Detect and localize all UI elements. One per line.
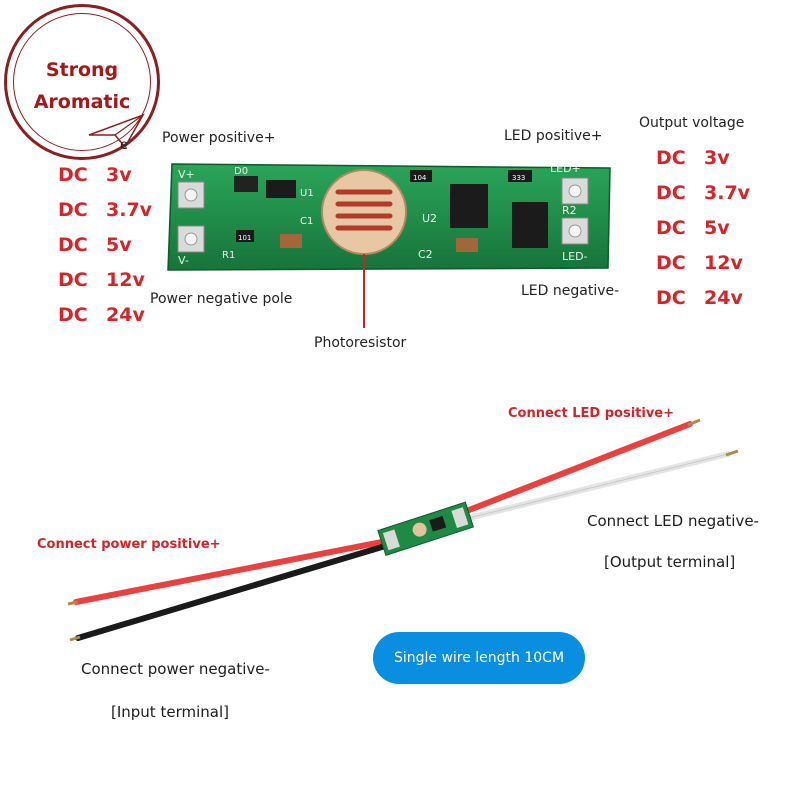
silk-r2: R2 <box>562 204 577 217</box>
resistor-r2 <box>508 170 532 182</box>
silk-led-minus: LED- <box>562 250 588 263</box>
paper-plane-icon <box>88 113 145 149</box>
led-negative-label: LED negative- <box>521 283 620 299</box>
black-wire <box>75 541 395 641</box>
capacitor-c1 <box>280 234 302 248</box>
silk-r1: R1 <box>222 250 235 261</box>
input-terminal-label: [Input terminal] <box>111 703 229 721</box>
logo-line-2: Aromatic <box>33 91 131 113</box>
pcb-board-illustration: V+ V- D0 R1 U1 C1 U2 C2 R2 LED+ LED- 101… <box>167 162 611 328</box>
connect-led-positive-label: Connect LED positive+ <box>508 406 675 421</box>
silk-u2: U2 <box>422 212 437 225</box>
ic-u2 <box>450 184 488 228</box>
seal-inner-ring <box>13 13 151 151</box>
brand-seal-logo: Strong Aromatic <box>4 4 160 160</box>
silk-r2-part: 333 <box>512 174 525 182</box>
wire-length-badge: Single wire length 10CM <box>373 632 585 684</box>
silk-c1: C1 <box>300 216 313 227</box>
resistor-r1 <box>236 230 254 242</box>
power-negative-label: Power negative pole <box>150 291 293 307</box>
pad-led-plus <box>561 177 589 205</box>
pad-v-plus <box>177 181 205 209</box>
photoresistor-ldr <box>321 169 407 255</box>
silk-r1-part: 101 <box>238 234 251 242</box>
logo-line-1: Strong <box>45 59 119 81</box>
output-voltage-title: Output voltage <box>639 115 745 131</box>
silk-r3-part: 104 <box>413 174 427 182</box>
power-positive-label: Power positive+ <box>162 130 276 146</box>
ic-u1 <box>266 180 296 198</box>
transistor-q <box>512 202 548 248</box>
connect-power-negative-label: Connect power negative- <box>81 660 270 678</box>
resistor-r3 <box>410 170 432 182</box>
output-terminal-label: [Output terminal] <box>604 553 736 571</box>
capacitor-c2 <box>456 238 478 252</box>
silk-d0: D0 <box>234 166 248 177</box>
connect-power-positive-label: Connect power positive+ <box>37 537 221 552</box>
silk-c2: C2 <box>418 248 433 261</box>
silk-u1: U1 <box>300 188 314 199</box>
connect-led-negative-label: Connect LED negative- <box>587 512 759 530</box>
silk-led-plus: LED+ <box>550 162 581 175</box>
photoresistor-label: Photoresistor <box>314 335 407 351</box>
silk-v-plus: V+ <box>178 168 195 181</box>
led-positive-label: LED positive+ <box>504 128 603 144</box>
silk-v-minus: V- <box>178 254 189 267</box>
wired-module-illustration <box>67 418 739 642</box>
input-voltage-label-partial: e <box>120 138 128 153</box>
diode-d0 <box>234 176 258 192</box>
